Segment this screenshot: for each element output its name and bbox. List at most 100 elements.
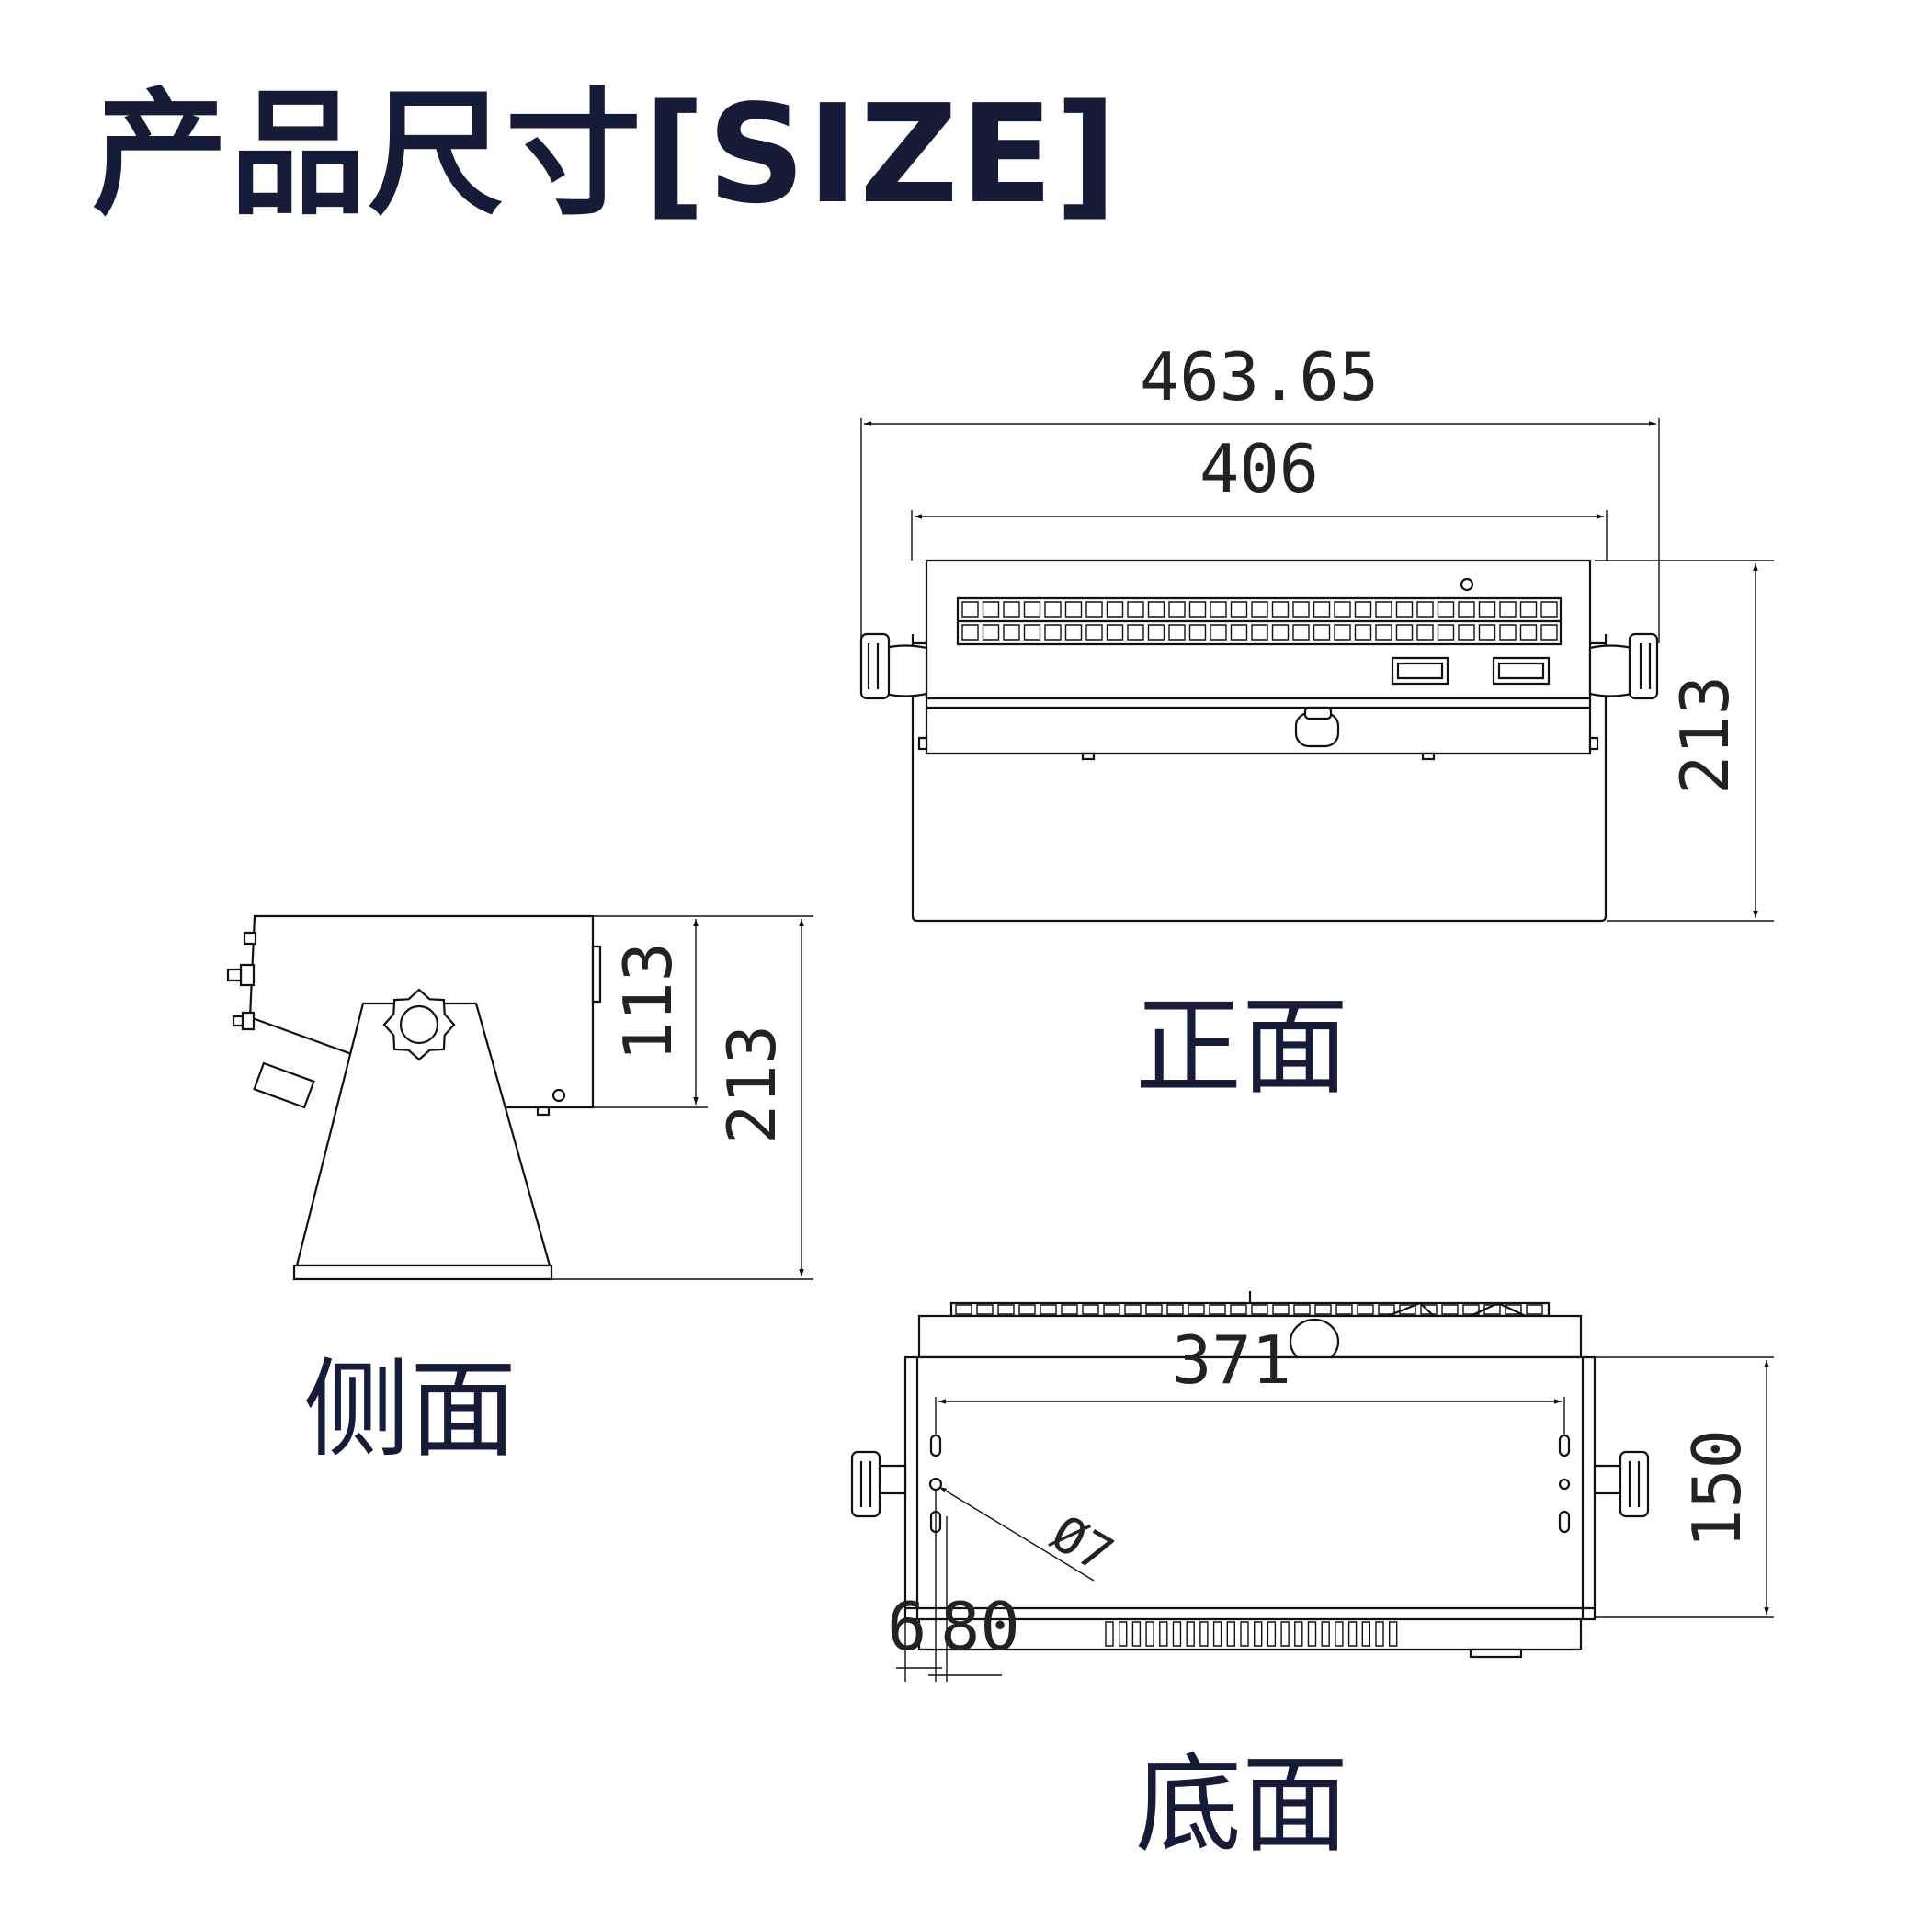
vent-slot — [1335, 1622, 1343, 1646]
grille-cell — [1025, 625, 1040, 640]
vent-slot — [1376, 1622, 1383, 1646]
vent-slot — [1281, 1622, 1289, 1646]
grille-cell — [1086, 602, 1102, 617]
grille-cell — [1541, 602, 1557, 617]
fin-cell — [1379, 1305, 1394, 1314]
knob-left — [861, 634, 926, 698]
grille-cell — [1025, 602, 1040, 617]
dim-side-body-height: 113 — [609, 942, 687, 1061]
front-view-label: 正面 — [1135, 985, 1348, 1109]
bottom-knob-left — [852, 1452, 905, 1516]
vent-slot — [1255, 1622, 1262, 1646]
grille-cell — [1108, 602, 1123, 617]
fin-cell — [1104, 1305, 1119, 1314]
fin-cell — [1527, 1305, 1542, 1314]
grille-cell — [1149, 625, 1165, 640]
grille-cell — [962, 625, 978, 640]
grille-cell — [1169, 602, 1185, 617]
grille-cell — [1045, 602, 1061, 617]
bottom-fins — [956, 1305, 1542, 1314]
bottom-view: 371 150 Ø7 6 80 — [852, 1291, 1774, 1682]
grille-cell — [1480, 625, 1495, 640]
grille-cell — [1045, 625, 1061, 640]
side-view: 113 213 — [228, 916, 813, 1279]
grille-cell — [1004, 602, 1019, 617]
grille-cell — [1128, 602, 1143, 617]
grille-cell — [1252, 625, 1267, 640]
grille-cell — [1232, 602, 1247, 617]
grille-cell — [1417, 625, 1433, 640]
fin-cell — [1315, 1305, 1331, 1314]
front-view: 463.65 406 213 — [861, 338, 1774, 921]
fin-cell — [977, 1305, 993, 1314]
dim-front-height: 213 — [1666, 675, 1744, 795]
fin-cell — [1083, 1305, 1098, 1314]
fin-cell — [1442, 1305, 1458, 1314]
grille-cell — [1086, 625, 1102, 640]
fin-cell — [1421, 1305, 1437, 1314]
fin-cell — [1210, 1305, 1225, 1314]
grille-cell — [1108, 625, 1123, 640]
side-star-knob — [384, 990, 454, 1060]
fin-cell — [998, 1305, 1014, 1314]
grille-cell — [1500, 602, 1516, 617]
grille-cell — [1232, 625, 1247, 640]
grille-cell — [983, 625, 999, 640]
grille-cell — [1459, 625, 1474, 640]
grille-cell — [1273, 625, 1289, 640]
dim-bottom-depth: 150 — [1678, 1429, 1756, 1548]
grille-cell — [1252, 602, 1267, 617]
grille-cell — [1066, 602, 1082, 617]
grille-cell — [983, 602, 999, 617]
fin-cell — [1188, 1305, 1204, 1314]
vent-slot — [1106, 1622, 1113, 1646]
grille-cell — [1335, 625, 1350, 640]
dim-side-total-height: 213 — [713, 1025, 790, 1144]
fin-cell — [1167, 1305, 1183, 1314]
vent-slot — [1200, 1622, 1208, 1646]
grille-cell — [1190, 625, 1206, 640]
vent-slot — [1267, 1622, 1275, 1646]
vent-slot — [1362, 1622, 1369, 1646]
side-view-label: 侧面 — [303, 1348, 517, 1472]
vent-slot — [1295, 1622, 1302, 1646]
fin-cell — [1231, 1305, 1246, 1314]
bottom-knob-right — [1595, 1452, 1648, 1516]
grille-cell — [1521, 625, 1537, 640]
grille-cell — [1293, 602, 1309, 617]
fin-cell — [1294, 1305, 1310, 1314]
grille-cell — [1066, 625, 1082, 640]
fin-cell — [1506, 1305, 1521, 1314]
grille-cell — [1500, 625, 1516, 640]
grille-cell — [1397, 602, 1413, 617]
dim-offset-b: 80 — [940, 1588, 1020, 1665]
vent-slot — [1214, 1622, 1222, 1646]
grille-cell — [962, 602, 978, 617]
vent-slot — [1160, 1622, 1167, 1646]
vent-slot — [1309, 1622, 1316, 1646]
grille-cell — [1128, 625, 1143, 640]
vent-slot — [1132, 1622, 1140, 1646]
grille-cell — [1004, 625, 1019, 640]
grille-cell — [1376, 602, 1392, 617]
fin-cell — [1040, 1305, 1056, 1314]
grille-cell — [1459, 602, 1474, 617]
page-title: 产品尺寸[SIZE] — [92, 75, 1119, 233]
grille-cell — [1293, 625, 1309, 640]
grille-cell — [1417, 602, 1433, 617]
fin-cell — [1463, 1305, 1479, 1314]
vent-slot — [1119, 1622, 1127, 1646]
fin-cell — [956, 1305, 972, 1314]
dim-offset-a: 6 — [887, 1588, 926, 1665]
dim-hole-spacing: 371 — [1172, 1321, 1291, 1399]
grille-cell — [1210, 602, 1226, 617]
fin-cell — [1336, 1305, 1352, 1314]
grille-cell — [1376, 625, 1392, 640]
vent-slot — [1322, 1622, 1329, 1646]
fin-cell — [1019, 1305, 1035, 1314]
vent-slot — [1390, 1622, 1397, 1646]
grille-cell — [1438, 625, 1454, 640]
fin-cell — [1125, 1305, 1141, 1314]
knob-right — [1590, 634, 1657, 698]
leader-hole-diameter — [939, 1487, 1094, 1581]
